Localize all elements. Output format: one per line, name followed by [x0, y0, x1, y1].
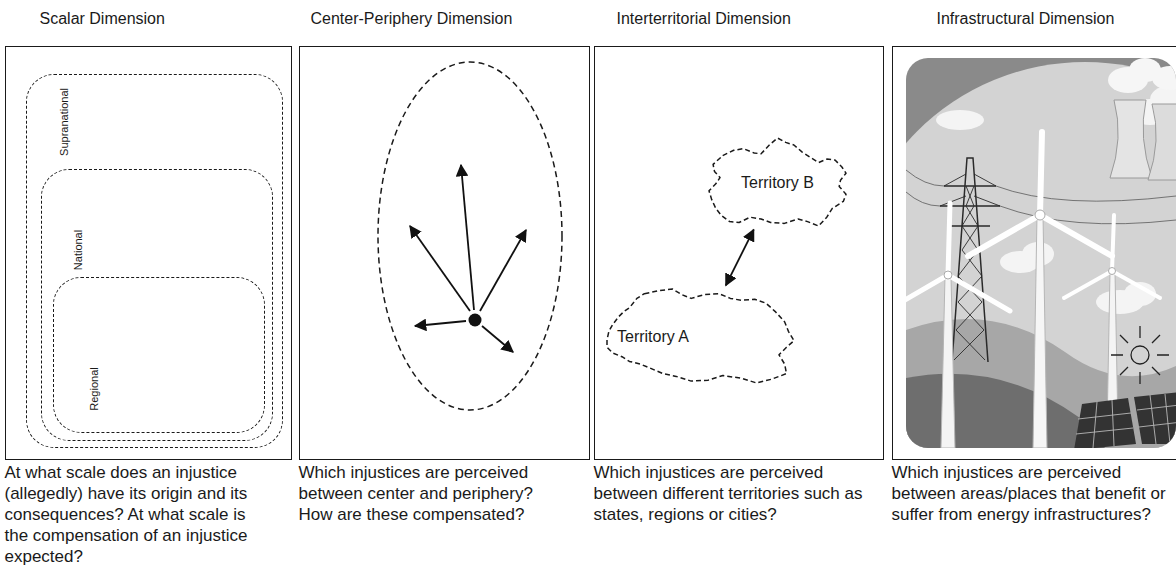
- scale-box: Regional: [53, 277, 265, 433]
- turbine-blade: [906, 275, 948, 311]
- panel-heading: Scalar Dimension: [40, 9, 165, 29]
- sun-rays: [1111, 326, 1169, 384]
- pylon-bracing: [954, 186, 985, 360]
- turbine-blades: [1064, 215, 1160, 298]
- power-line: [996, 186, 1176, 201]
- solar-grid: [1076, 394, 1176, 448]
- panel-heading: Infrastructural Dimension: [937, 9, 1115, 29]
- radial-arrow: [482, 326, 513, 352]
- turbine-blades: [968, 132, 1112, 256]
- solar-panels: [1074, 392, 1176, 448]
- hill: [906, 374, 1105, 448]
- territory-shape: Territory B: [709, 138, 846, 226]
- panel-heading: Center-Periphery Dimension: [311, 9, 513, 29]
- turbine-blade: [1040, 215, 1112, 256]
- dimension-panel: Scalar DimensionAt what scale does an in…: [5, 46, 292, 460]
- energy-illustration: [906, 58, 1176, 448]
- periphery-ellipse: [378, 62, 562, 410]
- cooling-tower: [1110, 100, 1152, 178]
- dimension-panel: Interterritorial DimensionWhich injustic…: [594, 46, 884, 460]
- turbine-blade: [1112, 215, 1114, 271]
- radial-arrow: [480, 230, 526, 311]
- solar-panel: [1074, 398, 1136, 448]
- steam: [1152, 66, 1176, 90]
- panel-heading: Interterritorial Dimension: [617, 9, 791, 29]
- power-line: [906, 192, 940, 206]
- panel-caption: Which injustices are perceived between a…: [892, 462, 1174, 525]
- territory-label: Territory A: [617, 327, 689, 346]
- dimension-panel: Infrastructural DimensionWhich injustice…: [892, 46, 1176, 460]
- panel-caption: Which injustices are perceived between c…: [299, 462, 571, 525]
- sun-disc: [1131, 346, 1149, 364]
- sky-circle: [906, 62, 1176, 448]
- power-line: [906, 170, 944, 186]
- turbine-blades: [906, 203, 1010, 311]
- scale-label: Supranational: [58, 88, 71, 156]
- turbine-blade: [1040, 132, 1042, 215]
- turbine-blade: [1064, 271, 1112, 298]
- center-periphery-figure: [378, 62, 562, 410]
- radial-arrow: [415, 321, 466, 326]
- turbine-hub: [944, 271, 952, 279]
- turbine-blade: [1112, 271, 1160, 298]
- panel-caption: Which injustices are perceived between d…: [594, 462, 869, 525]
- scale-box: SupranationalNationalRegional: [26, 74, 283, 448]
- sun-symbol: [1111, 326, 1169, 384]
- cloud: [936, 110, 984, 130]
- cooling-towers: [1108, 58, 1176, 180]
- dimension-panel: Center-Periphery DimensionWhich injustic…: [299, 46, 590, 460]
- turbine-blade: [948, 203, 950, 275]
- turbine-blade: [948, 275, 1010, 311]
- center-dot: [469, 314, 482, 327]
- territory-shape: Territory A: [607, 289, 794, 383]
- radial-arrow: [461, 165, 474, 310]
- scale-box: NationalRegional: [41, 169, 273, 441]
- territory-label: Territory B: [741, 173, 814, 192]
- scale-label: Regional: [88, 367, 101, 410]
- turbine-blade: [968, 215, 1040, 256]
- radial-arrow: [410, 226, 470, 311]
- pylon-legs: [952, 158, 988, 362]
- wind-turbine: [968, 132, 1112, 448]
- turbine-tower: [1033, 215, 1047, 448]
- turbine-hub: [1035, 210, 1045, 220]
- panel-caption: At what scale does an injustice (alleged…: [5, 462, 250, 567]
- turbine-tower: [941, 276, 955, 448]
- scale-label: National: [72, 230, 85, 270]
- relation-arrow: [726, 230, 754, 286]
- territory-border: [709, 138, 846, 226]
- cooling-tower: [1148, 104, 1176, 180]
- territory-border: [607, 289, 794, 383]
- turbine-hub: [1109, 268, 1116, 275]
